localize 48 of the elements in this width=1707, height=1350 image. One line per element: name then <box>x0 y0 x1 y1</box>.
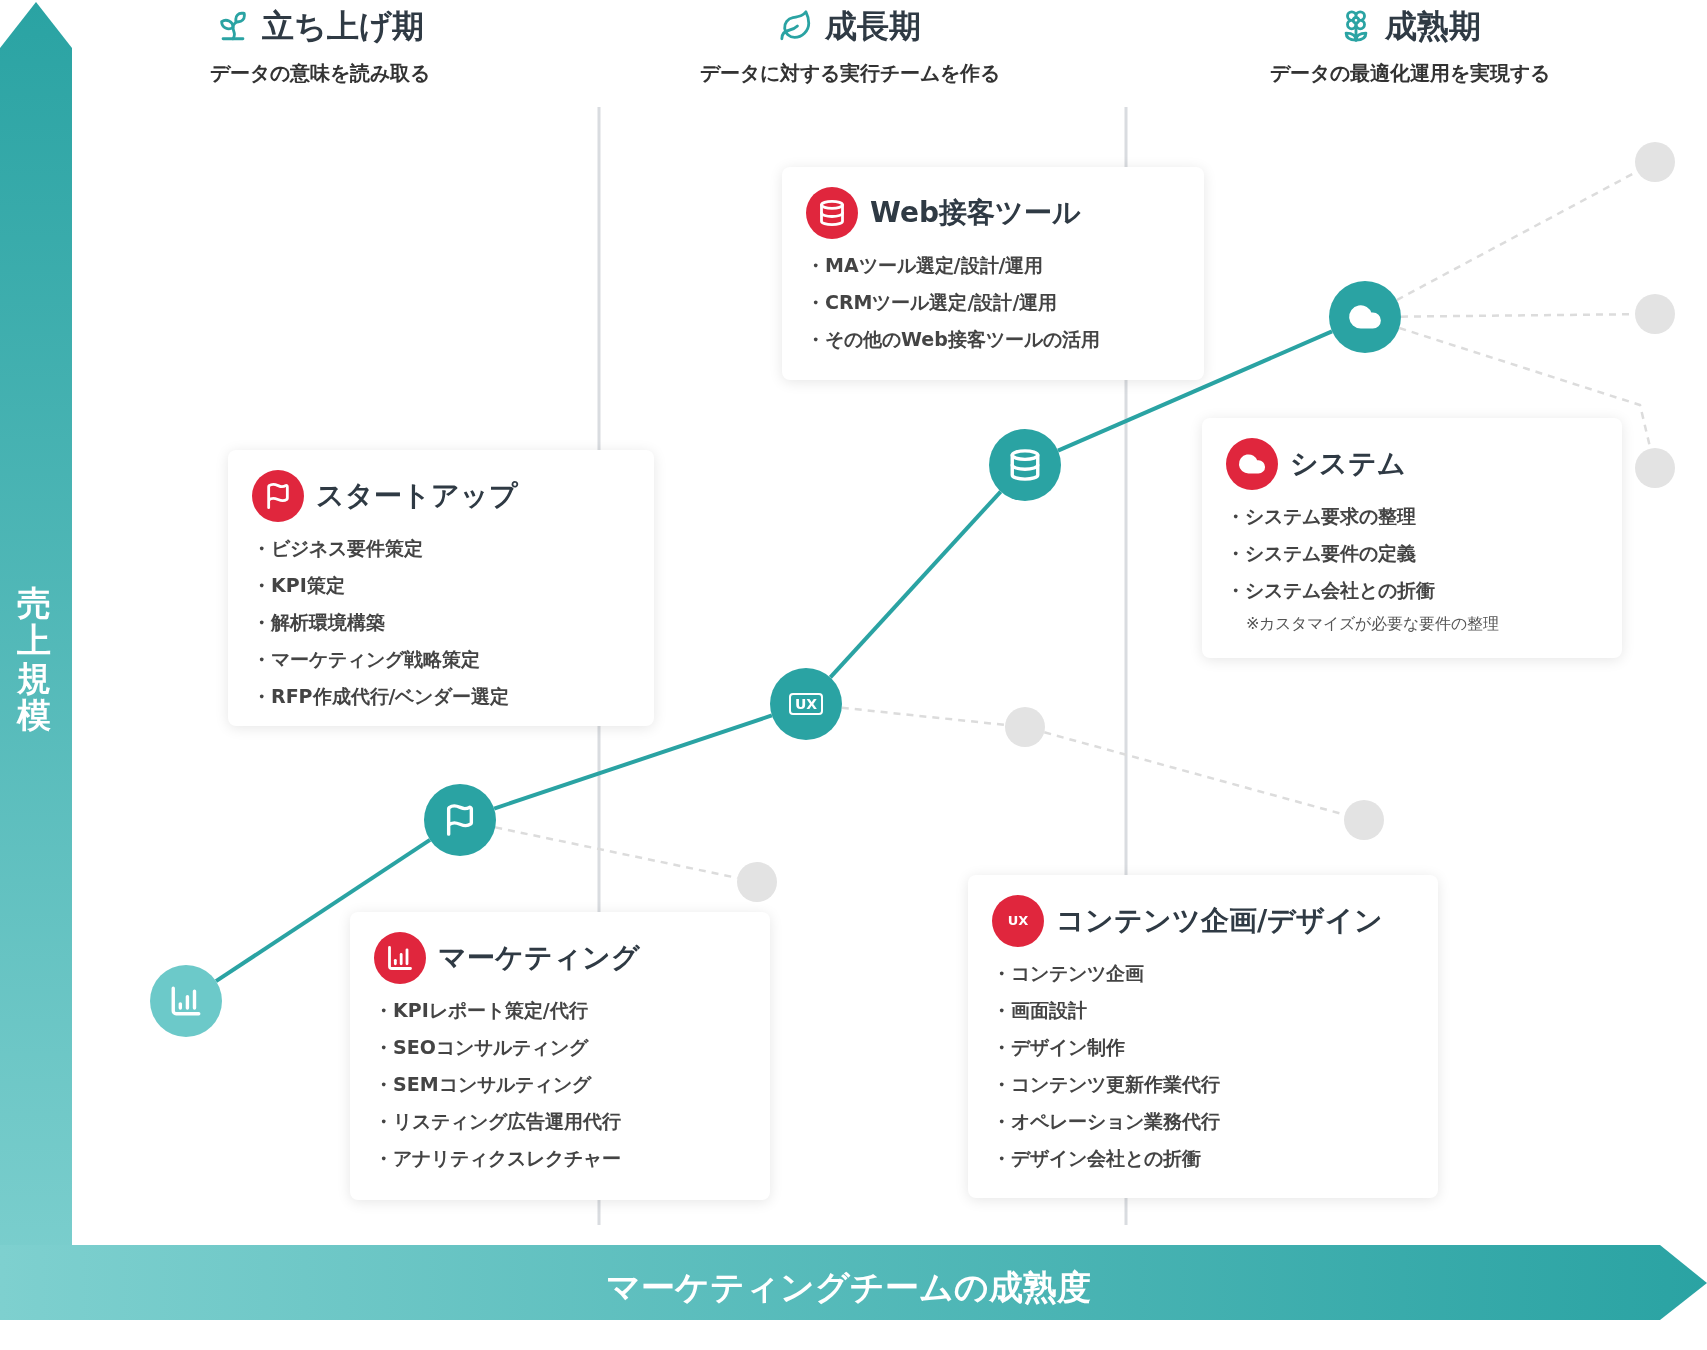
connector-line <box>214 838 432 983</box>
connector-line <box>828 490 1003 679</box>
ux-badge: UX <box>992 895 1044 947</box>
list-item: ・コンテンツ更新作業代行 <box>992 1072 1221 1097</box>
list-item: ・SEMコンサルティング <box>374 1072 593 1097</box>
list-item: ・ビジネス要件策定 <box>252 536 424 561</box>
card-heading: システム <box>1290 446 1406 482</box>
list-item: ・マーケティング戦略策定 <box>252 647 481 672</box>
list-item: ・オペレーション業務代行 <box>992 1109 1221 1134</box>
list-item: ・システム会社との折衝 <box>1226 578 1436 603</box>
phase-title: 成熟期 <box>1385 6 1481 47</box>
list-item: ・デザイン制作 <box>992 1035 1126 1060</box>
service-card <box>1202 418 1622 658</box>
vertical-axis-label: 売上規模 <box>17 585 51 735</box>
card-heading: スタートアップ <box>316 478 518 514</box>
service-card <box>350 912 770 1200</box>
list-item: ・システム要件の定義 <box>1226 541 1417 566</box>
note-text: ※カスタマイズが必要な要件の整理 <box>1245 613 1501 635</box>
card-heading: コンテンツ企画/デザイン <box>1056 903 1384 939</box>
card-heading: マーケティング <box>438 940 640 976</box>
list-item: ・デザイン会社との折衝 <box>992 1146 1202 1171</box>
phase-subtitle: データの意味を読み取る <box>210 60 430 87</box>
list-item: ・CRMツール選定/設計/運用 <box>806 290 1059 315</box>
phase-subtitle: データに対する実行チームを作る <box>700 60 1000 87</box>
list-item: ・その他のWeb接客ツールの活用 <box>806 327 1101 352</box>
list-item: ・RFP作成代行/ベンダー選定 <box>252 684 511 709</box>
phase-title: 成長期 <box>825 6 921 47</box>
service-card <box>968 875 1438 1198</box>
list-item: ・KPIレポート策定/代行 <box>374 998 589 1023</box>
list-item: ・アナリティクスレクチャー <box>374 1146 622 1171</box>
list-item: ・KPI策定 <box>252 573 346 598</box>
service-card <box>228 450 654 726</box>
dashed-connector <box>841 706 1006 727</box>
phase-title: 立ち上げ期 <box>262 6 424 47</box>
service-card <box>782 167 1204 380</box>
list-item: ・SEOコンサルティング <box>374 1035 590 1060</box>
ux-label: UX <box>788 693 824 715</box>
list-item: ・画面設計 <box>992 998 1088 1023</box>
list-item: ・MAツール選定/設計/運用 <box>806 253 1045 278</box>
card-heading: Web接客ツール <box>870 195 1081 231</box>
connector-line <box>1057 329 1333 453</box>
connector-line <box>493 713 773 811</box>
list-item: ・システム要求の整理 <box>1226 504 1417 529</box>
list-item: ・リスティング広告運用代行 <box>374 1109 622 1134</box>
phase-subtitle: データの最適化運用を実現する <box>1270 60 1550 87</box>
horizontal-axis-label: マーケティングチームの成熟度 <box>606 1266 1091 1309</box>
list-item: ・解析環境構築 <box>252 610 386 635</box>
list-item: ・コンテンツ企画 <box>992 961 1145 986</box>
